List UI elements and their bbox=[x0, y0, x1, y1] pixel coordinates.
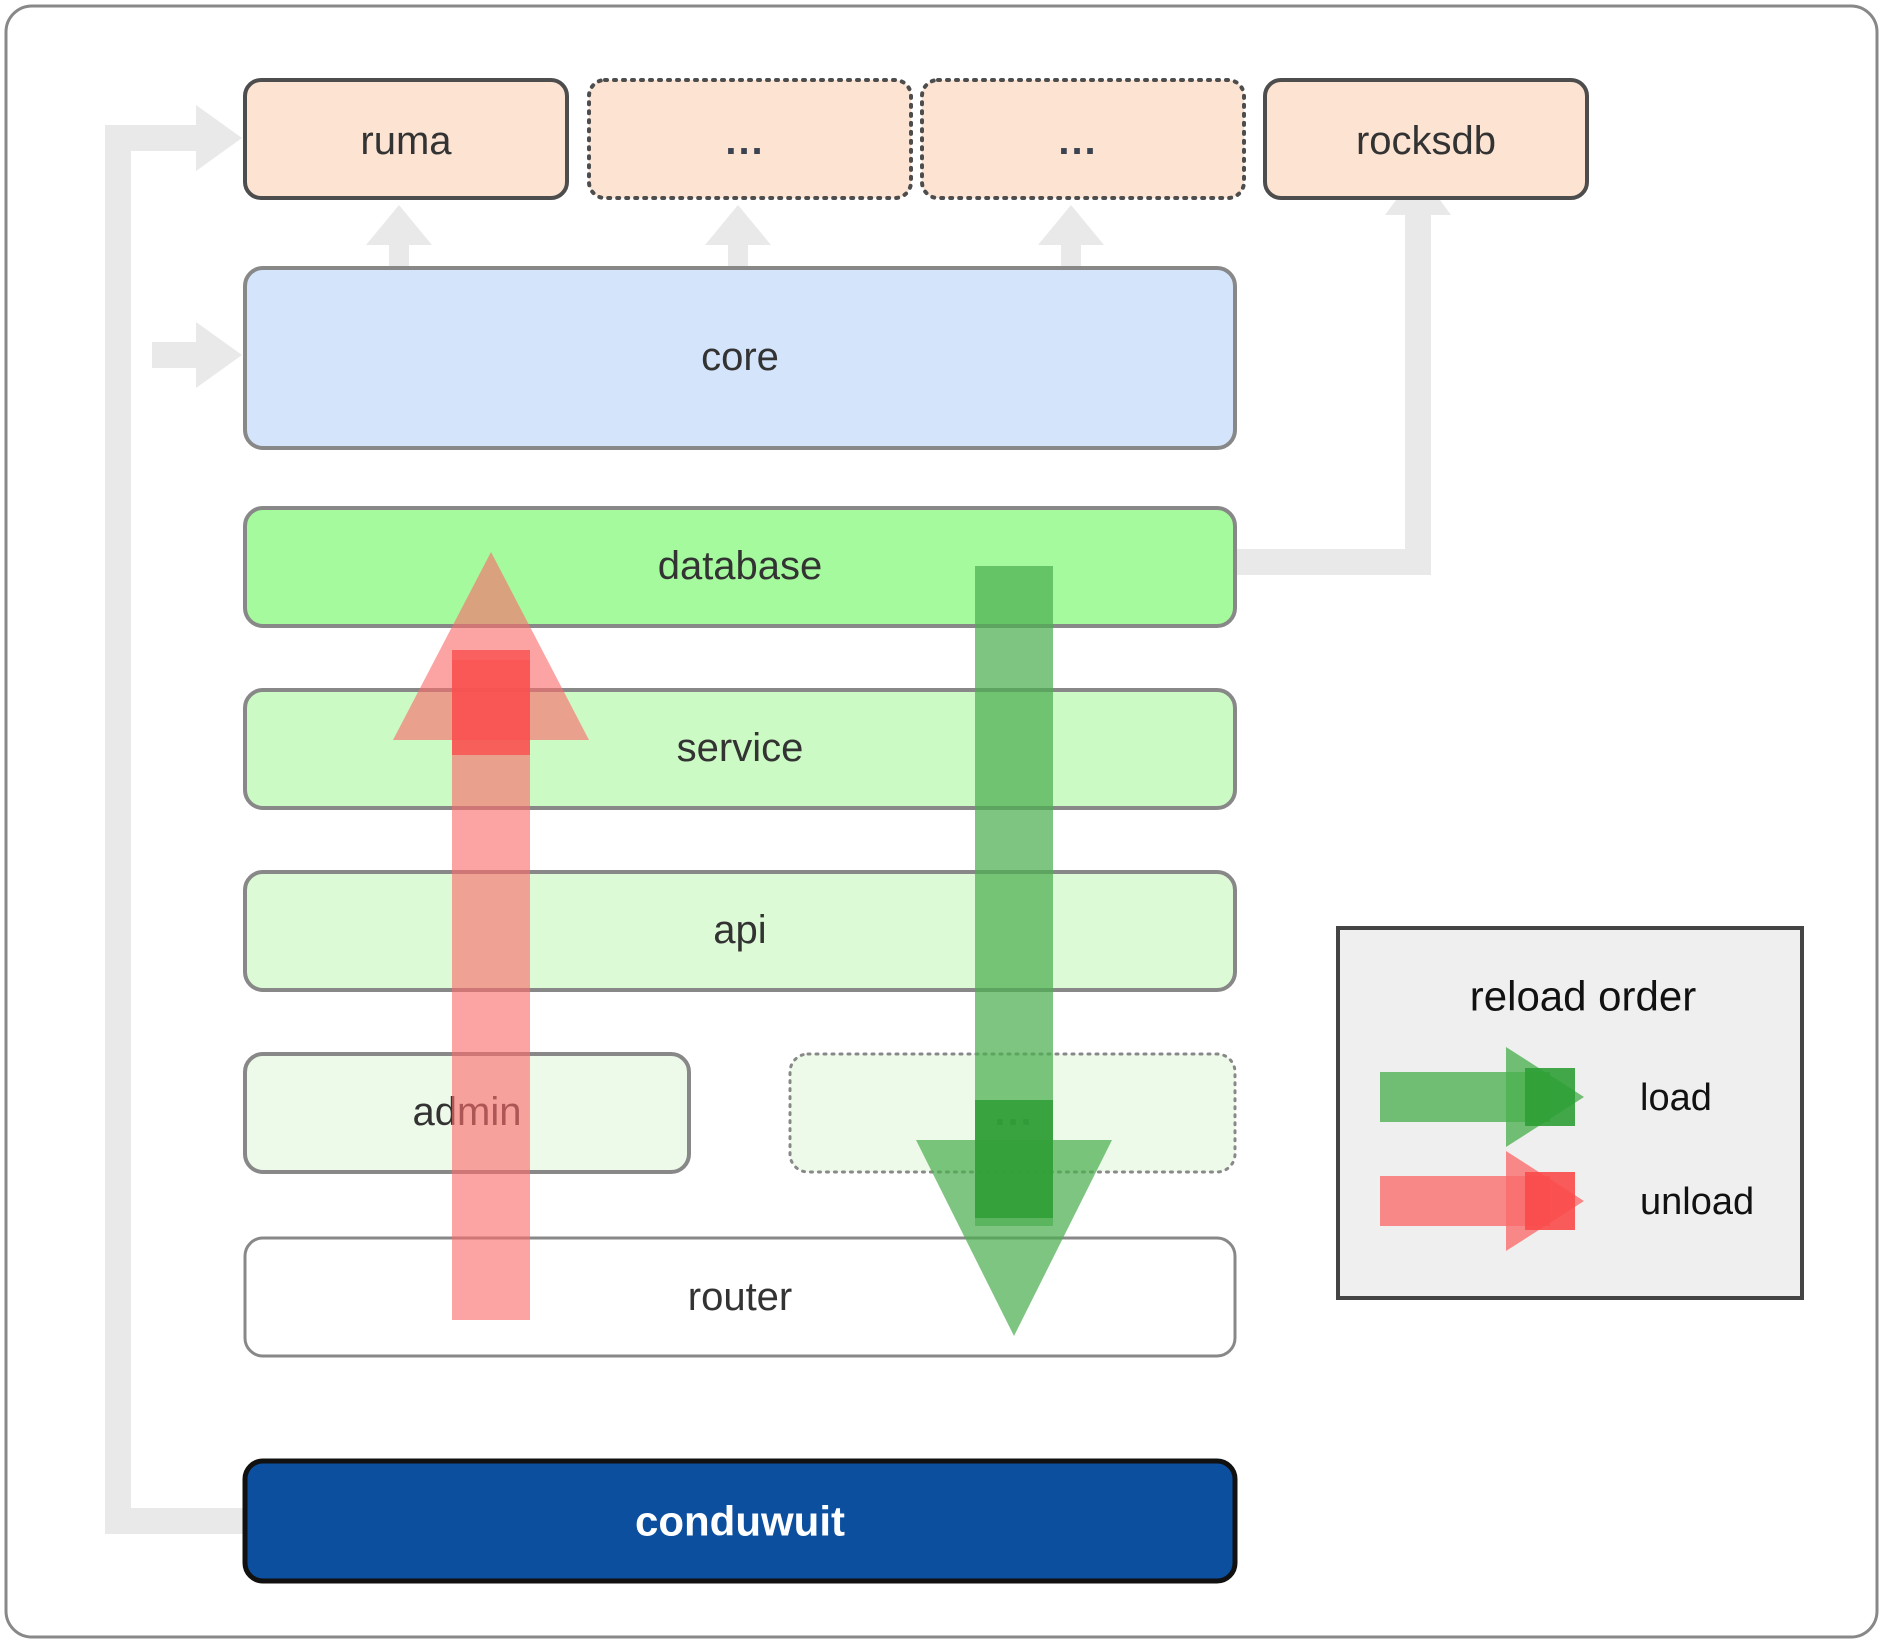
box-router-label: router bbox=[688, 1275, 793, 1319]
box-rocksdb[interactable]: rocksdb bbox=[1263, 78, 1589, 200]
box-database-label: database bbox=[658, 544, 823, 588]
box-router[interactable]: router bbox=[243, 1236, 1237, 1358]
box-ellipsis-2-label: ... bbox=[1058, 119, 1097, 163]
connector-arrowhead-ruma bbox=[196, 105, 242, 171]
box-conduwuit[interactable]: conduwuit bbox=[242, 1458, 1238, 1584]
connector-arrowhead-core bbox=[196, 322, 242, 388]
box-ruma[interactable]: ruma bbox=[243, 78, 569, 200]
box-conduwuit-label: conduwuit bbox=[635, 1498, 845, 1545]
box-core-label: core bbox=[701, 335, 779, 379]
box-api-label: api bbox=[713, 908, 766, 952]
box-core[interactable]: core bbox=[243, 266, 1237, 450]
box-ellipsis-1-label: ... bbox=[725, 119, 764, 163]
load-arrow-icon bbox=[1380, 1047, 1584, 1147]
legend-item-unload-label: unload bbox=[1640, 1181, 1754, 1223]
legend-item-load-label: load bbox=[1640, 1077, 1712, 1119]
connector-database-to-rocksdb bbox=[1235, 215, 1431, 575]
legend-item-load: load bbox=[1380, 1047, 1712, 1147]
box-ellipsis-2[interactable]: ... bbox=[920, 78, 1246, 200]
legend-item-unload: unload bbox=[1380, 1151, 1754, 1251]
diagram-frame bbox=[4, 4, 1879, 1639]
unload-arrow bbox=[393, 552, 589, 1320]
legend-title: reload order bbox=[1470, 973, 1696, 1020]
box-rocksdb-label: rocksdb bbox=[1356, 119, 1496, 163]
box-ellipsis-1[interactable]: ... bbox=[587, 78, 913, 200]
unload-arrow-icon bbox=[1380, 1151, 1584, 1251]
box-api[interactable]: api bbox=[243, 870, 1237, 992]
box-service-label: service bbox=[677, 726, 804, 770]
connector-conduwuit-to-ruma bbox=[105, 125, 245, 1534]
box-service[interactable]: service bbox=[243, 688, 1237, 810]
box-database[interactable]: database bbox=[243, 506, 1237, 628]
legend: reload order load unload bbox=[1336, 926, 1804, 1300]
load-arrow bbox=[916, 566, 1112, 1336]
top-row: ruma ... ... rocksdb bbox=[243, 78, 1589, 200]
box-ruma-label: ruma bbox=[360, 119, 452, 163]
